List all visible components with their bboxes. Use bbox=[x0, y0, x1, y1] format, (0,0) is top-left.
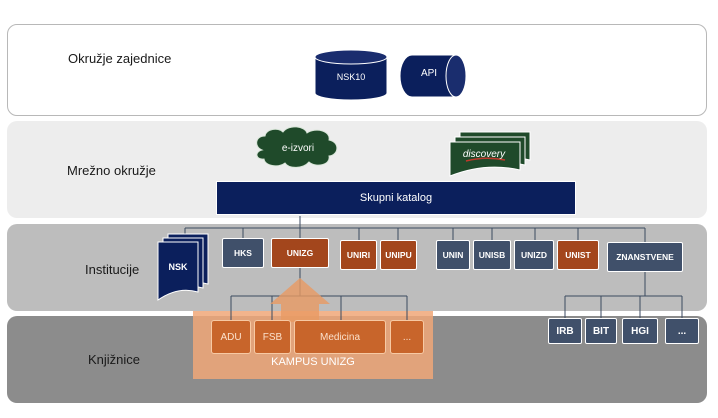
library-fsb: FSB bbox=[254, 320, 291, 354]
library-irb-label: IRB bbox=[556, 325, 574, 337]
library-more-campus: ... bbox=[390, 320, 424, 354]
layer-label-community: Okružje zajednice bbox=[68, 51, 172, 66]
library-irb: IRB bbox=[548, 318, 582, 344]
kampus-unizg-label: KAMPUS UNIZG bbox=[271, 356, 355, 368]
layer-label-libraries: Knjižnice bbox=[88, 352, 141, 367]
institution-connectors bbox=[184, 216, 646, 242]
discovery-documents-icon bbox=[449, 131, 531, 177]
library-adu: ADU bbox=[211, 320, 251, 354]
institution-unizg-label: UNIZG bbox=[286, 248, 314, 258]
library-adu-label: ADU bbox=[220, 331, 242, 343]
institution-unin-label: UNIN bbox=[442, 250, 464, 260]
institution-hks-label: HKS bbox=[234, 248, 252, 258]
institution-hks: HKS bbox=[222, 238, 264, 268]
science-connectors bbox=[564, 272, 683, 318]
nsk-documents-icon bbox=[157, 233, 209, 301]
institution-znanstvene: ZNANSTVENE bbox=[607, 242, 683, 272]
institution-uniri-label: UNIRI bbox=[346, 250, 371, 260]
library-bit: BIT bbox=[585, 318, 617, 344]
nsk-label: NSK bbox=[168, 262, 188, 272]
institution-unipu: UNIPU bbox=[380, 240, 417, 270]
library-medicina-label: Medicina bbox=[319, 331, 361, 343]
library-more-science-label: ... bbox=[677, 325, 687, 337]
layer-label-network: Mrežno okružje bbox=[67, 163, 156, 178]
discovery-label: discovery bbox=[462, 149, 506, 160]
institution-unist-label: UNIST bbox=[565, 250, 591, 260]
library-more-science: ... bbox=[665, 318, 699, 344]
layer-label-institutions: Institucije bbox=[85, 262, 140, 277]
institution-unisb: UNISB bbox=[473, 240, 511, 270]
library-more-campus-label: ... bbox=[402, 331, 412, 343]
library-hgi: HGI bbox=[622, 318, 658, 344]
e-izvori-label: e-izvori bbox=[281, 143, 315, 154]
library-medicina: Medicina bbox=[294, 320, 386, 354]
upward-arrow bbox=[270, 278, 330, 322]
institution-unizd-label: UNIZD bbox=[521, 250, 547, 260]
institution-unist: UNIST bbox=[557, 240, 599, 270]
library-bit-label: BIT bbox=[592, 325, 610, 337]
skupni-katalog-label: Skupni katalog bbox=[359, 192, 433, 204]
institution-unizd: UNIZD bbox=[514, 240, 554, 270]
institution-unisb-label: UNISB bbox=[478, 250, 506, 260]
e-izvori-cloud-icon bbox=[256, 126, 338, 168]
library-fsb-label: FSB bbox=[262, 331, 283, 343]
institution-unipu-label: UNIPU bbox=[385, 250, 412, 260]
api-storage-icon bbox=[399, 54, 467, 98]
skupni-katalog-box: Skupni katalog bbox=[216, 181, 576, 215]
library-hgi-label: HGI bbox=[631, 325, 649, 337]
api-label: API bbox=[420, 68, 438, 79]
nsk10-database-icon bbox=[314, 49, 388, 101]
institution-unizg: UNIZG bbox=[271, 238, 329, 268]
institution-znanstvene-label: ZNANSTVENE bbox=[616, 252, 674, 262]
institution-uniri: UNIRI bbox=[340, 240, 377, 270]
nsk10-label: NSK10 bbox=[336, 72, 366, 82]
institution-unin: UNIN bbox=[436, 240, 470, 270]
